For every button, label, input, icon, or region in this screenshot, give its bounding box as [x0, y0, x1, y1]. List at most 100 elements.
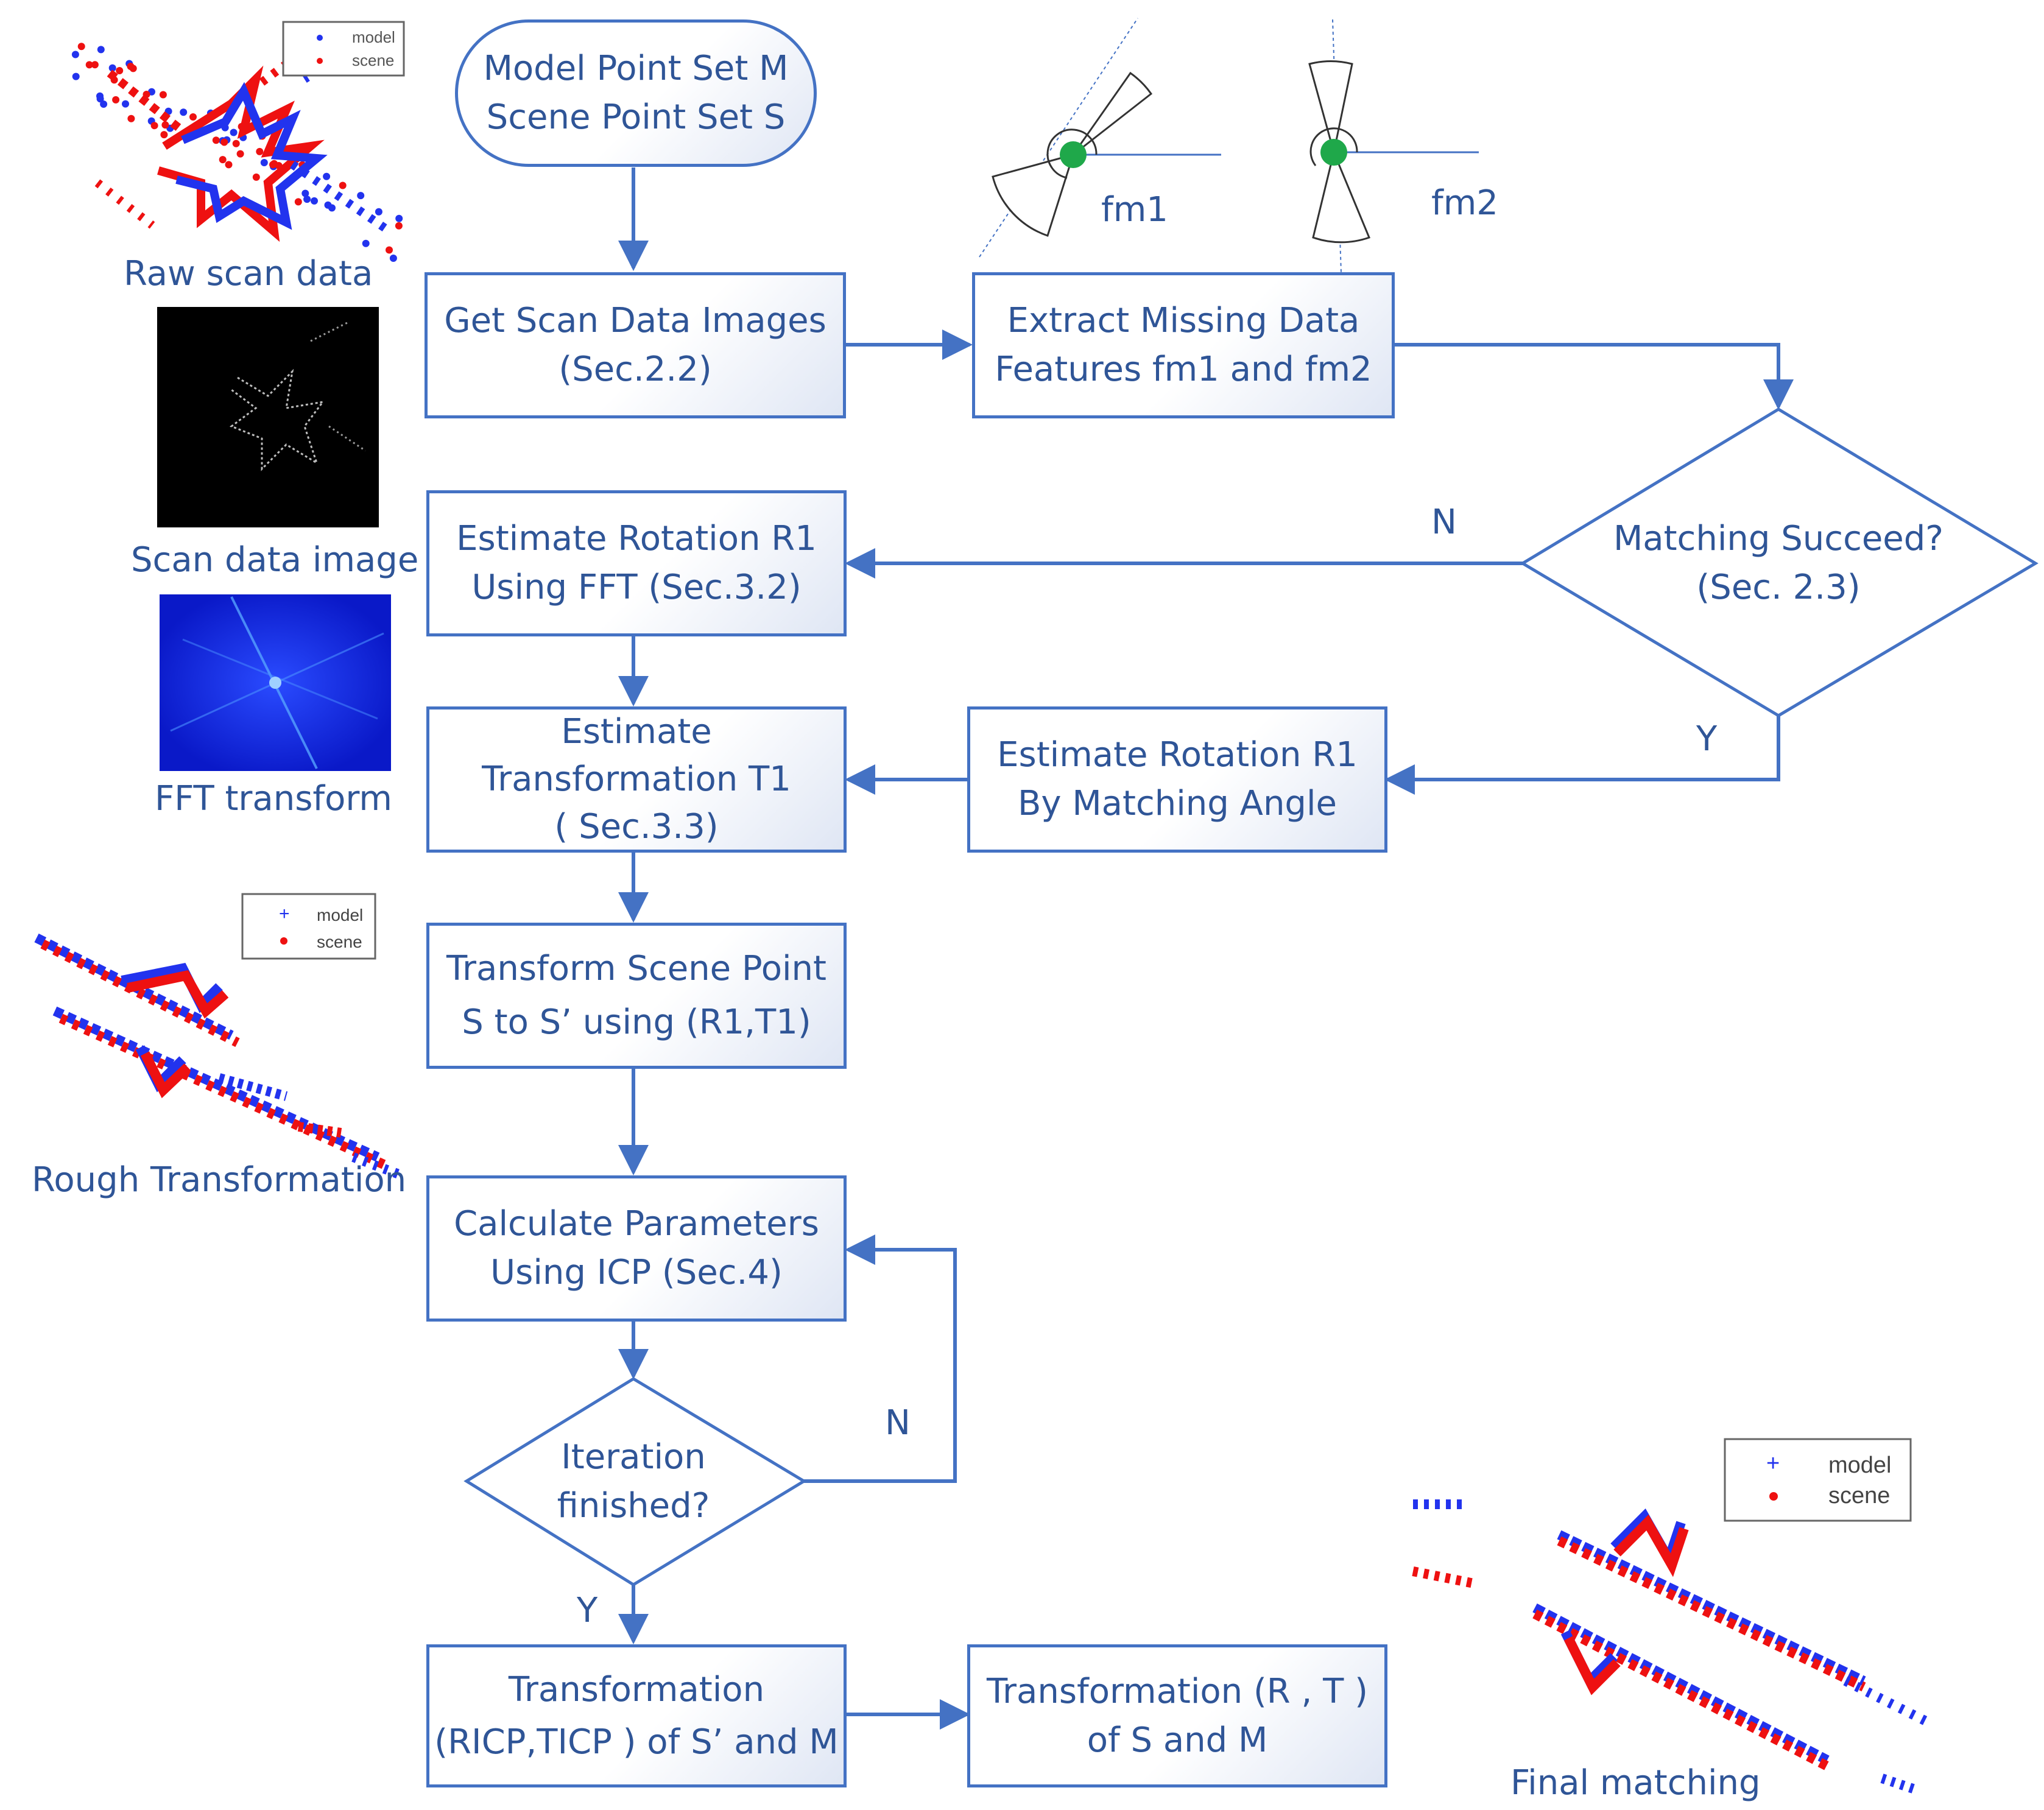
- iteration-yes-label: Y: [577, 1591, 598, 1630]
- svg-text:+: +: [1766, 1451, 1780, 1476]
- start-line1: Model Point Set M: [483, 49, 789, 88]
- iteration-line1: Iteration: [561, 1437, 706, 1477]
- start-node: Model Point Set M Scene Point Set S: [455, 19, 817, 167]
- icp-line1: Calculate Parameters: [454, 1204, 819, 1244]
- transform-line1: Transform Scene Point: [446, 949, 826, 988]
- scan-point: [97, 46, 105, 54]
- scan-point: [236, 150, 244, 158]
- scan-point: [232, 139, 240, 147]
- fft-caption: FFT transform: [155, 779, 392, 819]
- scan-point: [323, 172, 331, 180]
- estimate-rotation-fft-box: Estimate Rotation R1 Using FFT (Sec.3.2): [426, 490, 847, 636]
- transform-line2: S to S’ using (R1,T1): [462, 1002, 811, 1042]
- scan-point: [91, 61, 99, 69]
- final-legend-scene: scene: [1828, 1483, 1890, 1509]
- extract-features-box: Extract Missing Data Features fm1 and fm…: [972, 272, 1395, 418]
- estimate-transformation-box: Estimate Transformation T1 ( Sec.3.3): [426, 706, 847, 853]
- get-images-line1: Get Scan Data Images: [444, 301, 826, 340]
- rough-transformation-thumbnail: + model scene: [34, 893, 404, 1180]
- matching-yes-label: Y: [1696, 719, 1718, 759]
- matching-line2: (Sec. 2.3): [1696, 568, 1861, 607]
- scan-point: [122, 100, 129, 108]
- scan-data-image-thumbnail: [157, 307, 379, 527]
- extract-line2: Features fm1 and fm2: [995, 350, 1372, 389]
- est-trans-line2: Transformation T1: [482, 759, 791, 799]
- rough-transformation-caption: Rough Transformation: [32, 1160, 407, 1200]
- scan-point: [108, 64, 116, 72]
- scan-point: [159, 91, 167, 99]
- scan-point: [256, 147, 264, 155]
- fft-thumbnail: [160, 594, 391, 771]
- transformation-icp-box: Transformation (RICP,TICP ) of S’ and M: [426, 1644, 847, 1787]
- raw-scan-caption: Raw scan data: [124, 254, 373, 294]
- scan-point: [161, 121, 169, 129]
- icp-line2: Using ICP (Sec.4): [490, 1253, 783, 1292]
- scan-point: [127, 63, 135, 70]
- scan-point: [311, 197, 318, 205]
- scan-point: [85, 61, 93, 69]
- scan-point: [324, 201, 332, 209]
- edge-matching-yes: [1384, 716, 1780, 795]
- scan-point: [212, 136, 220, 144]
- scan-point: [357, 192, 365, 200]
- iteration-decision-label: Iteration finished?: [512, 1433, 755, 1530]
- matching-line1: Matching Succeed?: [1613, 519, 1944, 558]
- scan-point: [294, 198, 302, 206]
- scan-point: [303, 195, 311, 203]
- connectors: [618, 167, 1794, 1730]
- scan-point: [96, 95, 104, 103]
- feature-fm1-diagram: [979, 18, 1221, 258]
- scan-point: [386, 246, 393, 254]
- fm1-caption: fm1: [1101, 190, 1168, 230]
- scan-point: [362, 239, 370, 247]
- icp-box: Calculate Parameters Using ICP (Sec.4): [426, 1175, 847, 1322]
- raw-legend-scene: scene: [352, 51, 394, 69]
- rot-angle-line1: Estimate Rotation R1: [997, 735, 1358, 775]
- scan-point: [375, 208, 382, 216]
- get-images-line2: (Sec.2.2): [559, 350, 712, 389]
- raw-scan-thumbnail: model scene: [71, 21, 405, 262]
- rough-legend-model: model: [317, 906, 363, 924]
- svg-text:+: +: [279, 904, 290, 924]
- trans-final-line2: of S and M: [1087, 1720, 1268, 1760]
- final-matching-caption: Final matching: [1510, 1763, 1761, 1803]
- extract-line1: Extract Missing Data: [1007, 301, 1360, 340]
- rot-fft-line1: Estimate Rotation R1: [456, 519, 817, 558]
- scan-point: [225, 161, 233, 169]
- scan-point: [260, 159, 268, 166]
- scan-point: [116, 67, 124, 74]
- scan-point: [252, 173, 260, 181]
- scan-point: [301, 189, 309, 197]
- scan-point: [389, 255, 397, 262]
- estimate-rotation-angle-box: Estimate Rotation R1 By Matching Angle: [967, 706, 1387, 853]
- iteration-line2: finished?: [557, 1486, 710, 1526]
- trans-icp-line1: Transformation: [508, 1669, 765, 1710]
- rough-legend-scene: scene: [317, 932, 362, 951]
- start-line2: Scene Point Set S: [486, 97, 786, 137]
- iteration-no-label: N: [885, 1403, 911, 1443]
- scan-point: [112, 96, 120, 104]
- scan-point: [339, 181, 347, 189]
- matching-decision-label: Matching Succeed? (Sec. 2.3): [1584, 515, 1973, 612]
- scan-point: [395, 214, 403, 222]
- raw-legend-model: model: [352, 28, 395, 46]
- scan-point: [220, 138, 228, 146]
- scan-point: [269, 161, 277, 169]
- trans-icp-line2: (RICP,TICP ) of S’ and M: [434, 1722, 839, 1762]
- rough-legend: [241, 893, 376, 960]
- matching-decision-diamond: [1520, 407, 2039, 717]
- edge-iteration-no: [804, 1234, 957, 1483]
- transform-scene-box: Transform Scene Point S to S’ using (R1,…: [426, 923, 847, 1069]
- raw-scan-legend: [282, 21, 405, 77]
- fm2-caption: fm2: [1431, 183, 1498, 223]
- edge-extract-to-matching: [1395, 343, 1794, 410]
- scan-point: [189, 113, 197, 121]
- scan-point: [72, 72, 80, 80]
- est-trans-line1: Estimate: [561, 712, 712, 752]
- final-matching-thumbnail: + model scene: [1412, 1438, 1933, 1795]
- scan-point: [219, 156, 227, 164]
- scan-image-caption: Scan data image: [131, 540, 419, 580]
- scan-point: [395, 222, 403, 230]
- scan-point: [230, 129, 238, 136]
- scan-point: [77, 43, 85, 51]
